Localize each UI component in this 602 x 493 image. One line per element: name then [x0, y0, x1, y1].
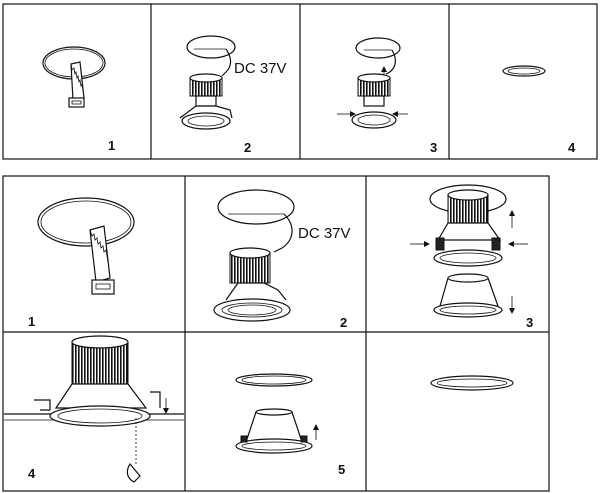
bottom-step-5-number: 5 [338, 462, 345, 477]
press-arrow-left-large-icon [424, 241, 430, 247]
saw-handle-icon [68, 97, 85, 108]
bottom-step-2-number: 2 [340, 315, 347, 330]
insert-arrow-icon [313, 424, 319, 430]
housing-trim [433, 249, 503, 267]
bottom-voltage-label: DC 37V [298, 225, 351, 242]
top-step-1-panel: 1 [42, 46, 115, 153]
bottom-step-2-panel: DC 37V 2 [213, 189, 351, 330]
bottom-step-3-panel: 3 [410, 184, 533, 330]
lift-arrow-icon [509, 210, 515, 216]
bottom-step-1-number: 1 [28, 314, 35, 329]
ceiling-opening-large [217, 189, 295, 225]
top-step-3-number: 3 [430, 140, 437, 155]
heatsink-fins [71, 341, 129, 385]
top-step-4-number: 4 [568, 140, 576, 155]
downlight-trim-large [213, 298, 291, 322]
bottom-grid: 1 DC 37V 2 [2, 175, 550, 492]
trim-ring-large [49, 405, 151, 427]
bottom-step-4-panel: 4 [4, 335, 184, 483]
top-step-4-panel: 4 [502, 65, 576, 155]
downlight-trim [181, 112, 231, 130]
bottom-step-4-number: 4 [28, 466, 36, 481]
press-arrow-left-icon [350, 111, 356, 117]
top-step-2-number: 2 [244, 140, 251, 155]
lower-arrow-icon [509, 308, 515, 314]
reflector-cone-5 [245, 411, 303, 443]
ceiling-hole-large [37, 197, 135, 247]
ceiling-opening-shape-3 [355, 37, 401, 59]
bottom-step-5-panel: 5 [235, 373, 345, 477]
press-arrow-right-large-icon [508, 241, 514, 247]
saw-handle-large-icon [91, 279, 115, 295]
finished-trim [430, 375, 514, 391]
top-row: 1 DC 37V 2 [2, 3, 598, 160]
press-arrow-right-icon [392, 111, 398, 117]
bottom-step-6-panel [430, 375, 514, 391]
top-step-3-panel: 3 [337, 37, 437, 155]
ceiling-opening-shape [186, 35, 236, 59]
driver-cable [221, 48, 232, 77]
bottom-step-3-number: 3 [526, 315, 533, 330]
hand-icon [126, 462, 141, 483]
top-voltage-label: DC 37V [234, 60, 287, 77]
bottom-step-1-panel: 1 [28, 197, 135, 329]
driver-cable-large [273, 213, 293, 253]
installed-ring [502, 65, 546, 77]
bottom-grid-frame [2, 175, 550, 492]
top-step-2-panel: DC 37V 2 [179, 35, 287, 155]
top-step-1-number: 1 [108, 138, 115, 153]
